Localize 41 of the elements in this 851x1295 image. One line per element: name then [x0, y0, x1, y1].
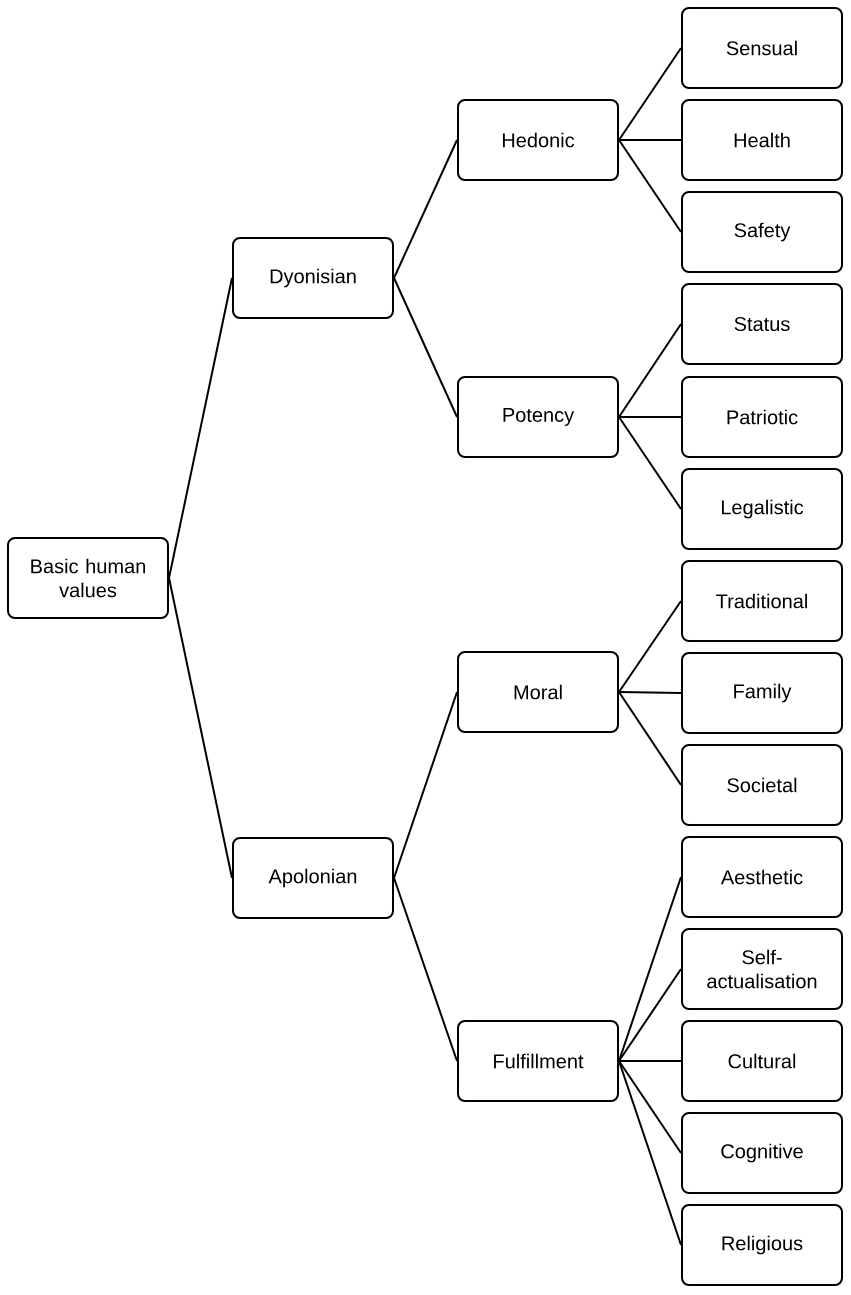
category-box: Basic human values [7, 537, 169, 619]
connector-line [618, 1060, 682, 1154]
category-box: Societal [681, 744, 843, 826]
connector-line [618, 323, 682, 418]
connector-line [618, 1060, 682, 1062]
category-box: Religious [681, 1204, 843, 1286]
category-box: Cognitive [681, 1112, 843, 1194]
category-box: Potency [457, 376, 619, 458]
connector-line [618, 139, 682, 141]
connector-line [393, 139, 458, 279]
category-box: Fulfillment [457, 1020, 619, 1102]
category-box: Traditional [681, 560, 843, 642]
category-box: Aesthetic [681, 836, 843, 918]
connector-line [618, 416, 682, 418]
connector-line [618, 691, 682, 694]
connector-line [618, 600, 682, 693]
category-box: Cultural [681, 1020, 843, 1102]
category-box: Status [681, 283, 843, 365]
category-box: Apolonian [232, 837, 394, 919]
connector-line [618, 1060, 682, 1246]
category-box: Family [681, 652, 843, 734]
category-box: Legalistic [681, 468, 843, 550]
connector-line [618, 968, 682, 1062]
category-box: Moral [457, 651, 619, 733]
category-box: Patriotic [681, 376, 843, 458]
connector-line [618, 691, 682, 786]
connector-line [618, 47, 682, 141]
connector-line [168, 277, 233, 579]
category-box: Sensual [681, 7, 843, 89]
connector-line [618, 139, 682, 233]
category-box: Self-actualisation [681, 928, 843, 1010]
connector-line [168, 577, 233, 879]
connector-line [393, 877, 458, 1062]
connector-line [618, 876, 682, 1062]
connector-line [618, 416, 682, 510]
category-box: Hedonic [457, 99, 619, 181]
connector-line [393, 691, 458, 879]
category-box: Health [681, 99, 843, 181]
category-box: Dyonisian [232, 237, 394, 319]
connector-line [393, 277, 458, 418]
category-box: Safety [681, 191, 843, 273]
